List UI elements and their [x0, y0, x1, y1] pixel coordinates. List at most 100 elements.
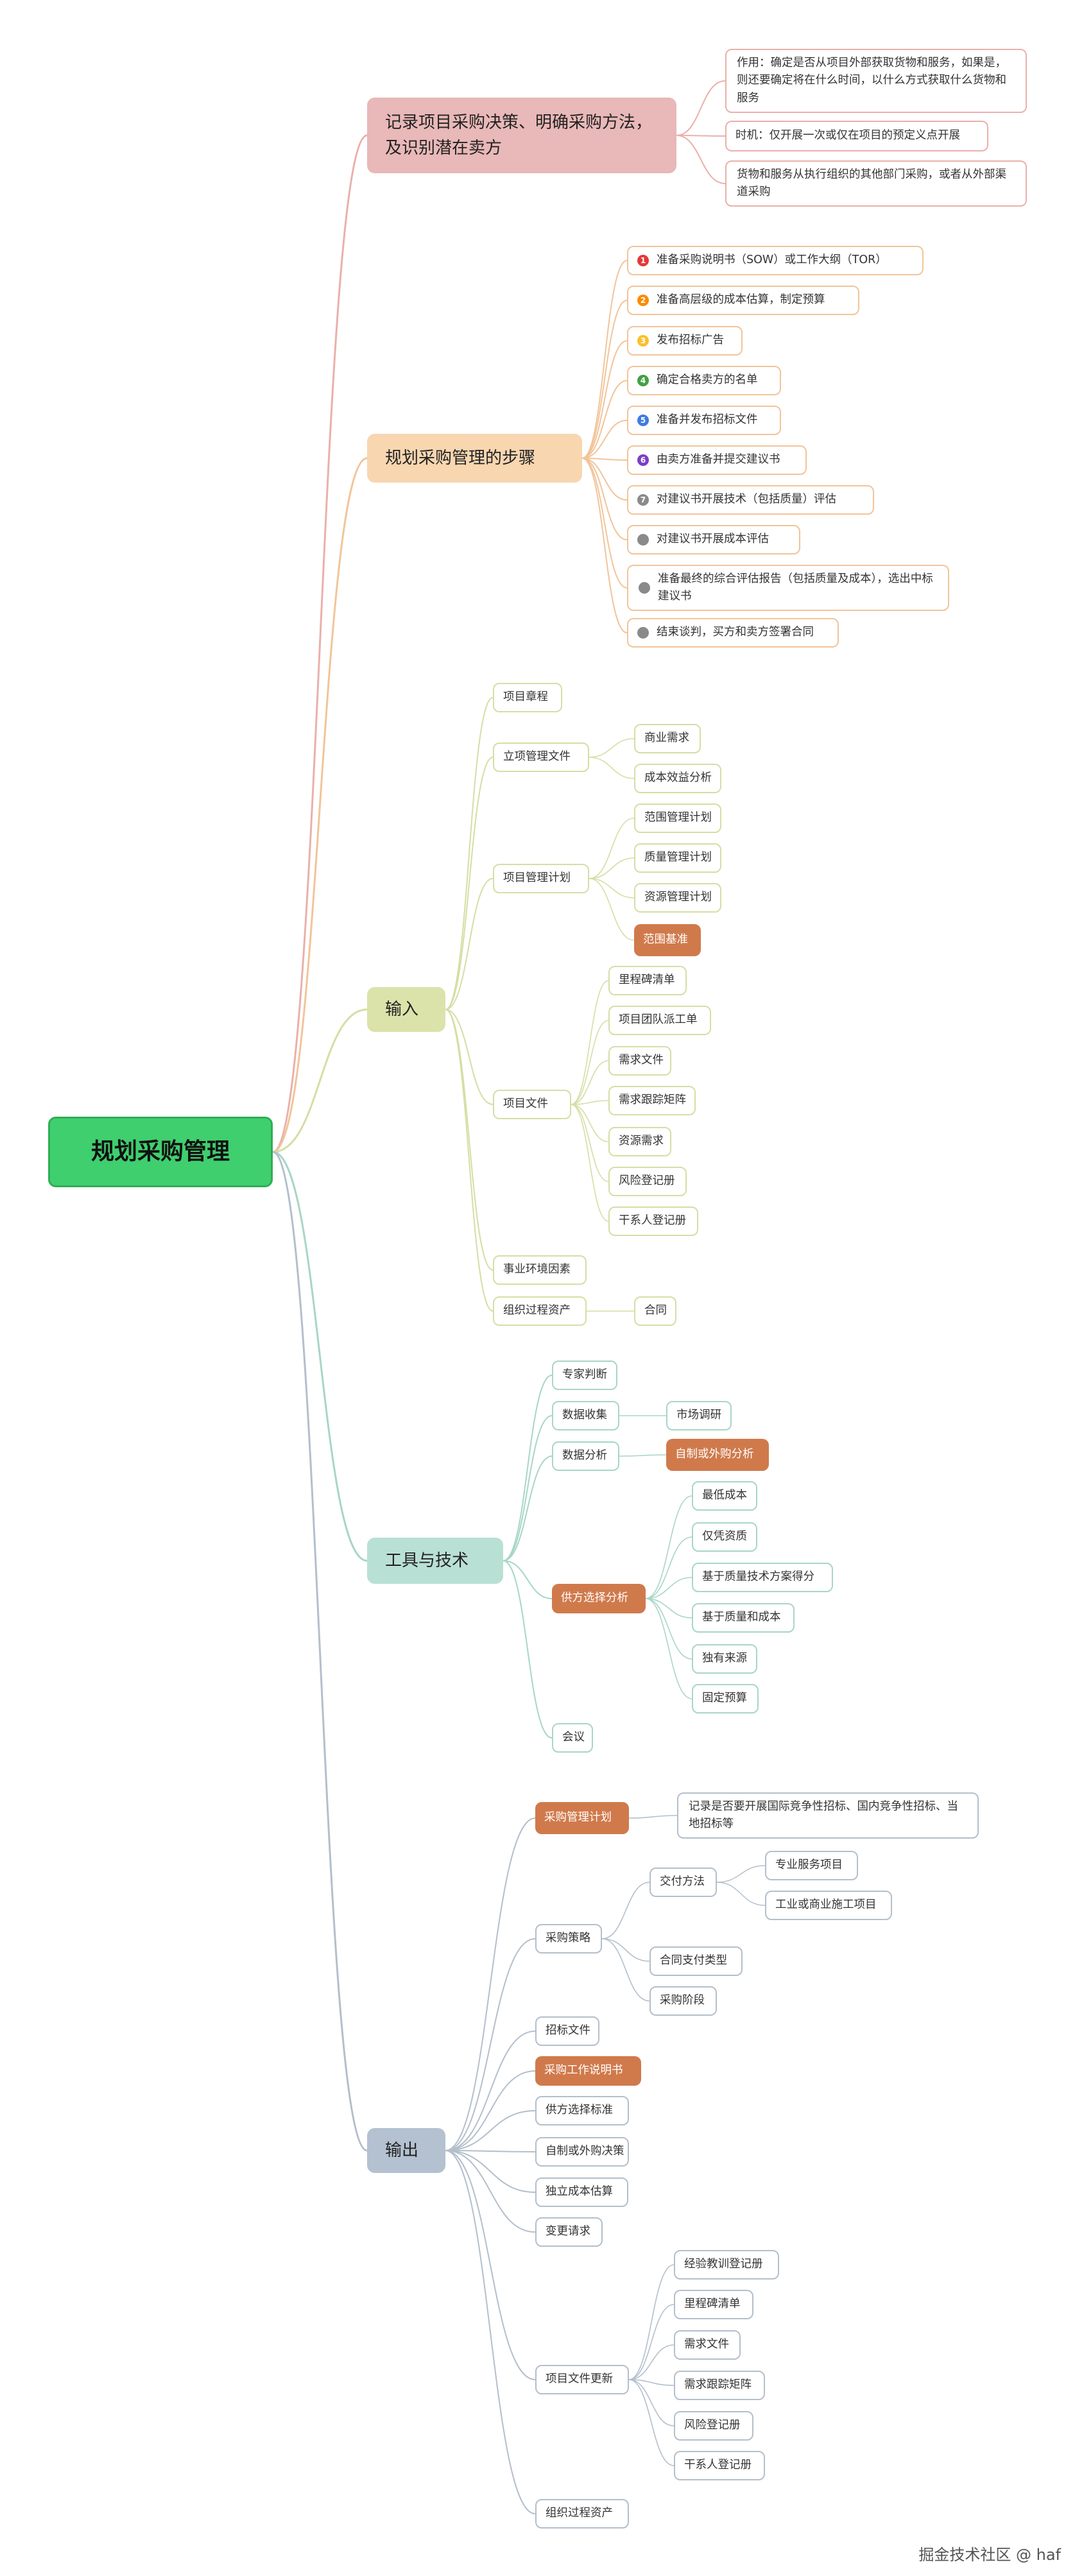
node-label: 里程碑清单: [619, 974, 675, 987]
node-label: 项目团队派工单: [619, 1013, 698, 1027]
connector: [445, 2110, 536, 2151]
node-label: 市场调研: [676, 1409, 721, 1422]
subtopic-node: 干系人登记册: [674, 2451, 765, 2480]
node-label: 会议: [562, 1731, 585, 1744]
node-label: 固定预算: [702, 1692, 747, 1705]
subtopic-node: 合同支付类型: [649, 1946, 743, 1976]
connector: [716, 1882, 766, 1906]
node-label: 数据分析: [562, 1449, 607, 1463]
step-item: 结束谈判，买方和卖方签署合同: [627, 618, 839, 648]
node-label: 经验教训登记册: [684, 2258, 763, 2271]
subtopic-node: 商业需求: [634, 724, 701, 753]
connector: [271, 1151, 368, 2152]
branch-node: 输出: [367, 2128, 445, 2173]
step-number-badge: [639, 582, 650, 594]
connector: [271, 134, 368, 1153]
connector: [571, 1104, 609, 1222]
node-label: 工业或商业施工项目: [775, 1898, 877, 1912]
node-label: 干系人登记册: [619, 1214, 686, 1228]
subtopic-node: 资源需求: [608, 1127, 671, 1156]
subtopic-node: 干系人登记册: [608, 1206, 698, 1236]
watermark: 掘金技术社区 @ haf: [918, 2546, 1061, 2564]
node-label: 风险登记册: [684, 2419, 741, 2432]
topic-node: 立项管理文件: [493, 743, 589, 772]
node-label: 独有来源: [702, 1652, 747, 1665]
subtopic-node: 基于质量技术方案得分: [692, 1563, 833, 1592]
node-label: 专家判断: [562, 1368, 607, 1382]
connector: [503, 1375, 553, 1561]
connector: [601, 1882, 650, 1939]
root-node: 规划采购管理: [48, 1117, 273, 1187]
node-label: 准备并发布招标文件: [657, 413, 758, 427]
connector: [571, 1104, 609, 1142]
node-label: 记录项目采购决策、明确采购方法，及识别潜在卖方: [385, 112, 653, 158]
subtopic-node: 风险登记册: [674, 2411, 753, 2441]
node-label: 由卖方准备并提交建议书: [657, 453, 780, 467]
node-label: 时机：仅开展一次或仅在项目的预定义点开展: [735, 129, 960, 142]
step-number-badge: 1: [637, 255, 649, 266]
node-label: 对建议书开展成本评估: [657, 533, 769, 546]
branch-node: 工具与技术: [367, 1538, 503, 1584]
subtopic-node: 经验教训登记册: [674, 2250, 779, 2280]
topic-node: 时机：仅开展一次或仅在项目的预定义点开展: [725, 121, 988, 151]
step-number-badge: 2: [637, 295, 649, 306]
step-number-badge: 5: [637, 415, 649, 426]
node-label: 干系人登记册: [684, 2459, 752, 2472]
topic-node: 项目文件: [493, 1090, 571, 1119]
node-label: 事业环境因素: [503, 1263, 571, 1276]
step-number-badge: [637, 534, 649, 545]
step-item: 准备最终的综合评估报告（包括质量及成本），选出中标建议书: [627, 565, 949, 611]
subtopic-node: 范围管理计划: [634, 803, 721, 833]
connector: [645, 1598, 692, 1619]
topic-node: 招标文件: [535, 2016, 599, 2046]
topic-node: 供方选择标准: [535, 2096, 629, 2125]
node-label: 资源需求: [619, 1135, 664, 1148]
connector: [503, 1415, 553, 1561]
subtopic-node: 工业或商业施工项目: [765, 1891, 892, 1920]
subtopic-node: 里程碑清单: [674, 2290, 753, 2319]
connector: [271, 1008, 368, 1153]
connector: [581, 420, 628, 459]
topic-node: 会议: [552, 1723, 593, 1753]
connector: [628, 2379, 675, 2466]
connector: [581, 458, 628, 540]
topic-node: 采购工作说明书: [535, 2056, 641, 2086]
topic-node: 事业环境因素: [493, 1255, 587, 1285]
connector: [271, 457, 368, 1153]
connector: [571, 1104, 609, 1182]
topic-node: 数据收集: [552, 1401, 619, 1430]
branch-node: 规划采购管理的步骤: [367, 434, 582, 483]
connector: [445, 1009, 494, 1312]
node-label: 专业服务项目: [775, 1859, 843, 1872]
connector: [445, 2150, 536, 2152]
node-label: 项目文件: [503, 1097, 548, 1111]
node-label: 输入: [385, 999, 419, 1019]
node-label: 招标文件: [546, 2024, 590, 2038]
connector: [445, 697, 494, 1010]
subtopic-node: 固定预算: [692, 1684, 759, 1713]
connector: [589, 818, 635, 879]
topic-node: 独立成本估算: [535, 2177, 628, 2207]
connector: [645, 1598, 692, 1699]
connector: [571, 1060, 609, 1105]
node-label: 基于质量技术方案得分: [702, 1570, 814, 1584]
step-number-badge: 6: [637, 454, 649, 466]
connector: [445, 2070, 536, 2151]
step-item: 5 准备并发布招标文件: [627, 406, 781, 435]
connector: [589, 738, 635, 758]
node-label: 对建议书开展技术（包括质量）评估: [657, 493, 836, 506]
step-item: 对建议书开展成本评估: [627, 525, 800, 554]
connector: [445, 2150, 536, 2380]
topic-node: 自制或外购决策: [535, 2137, 629, 2167]
connector: [445, 2150, 536, 2193]
subtopic-node: 采购阶段: [649, 1986, 717, 2016]
subtopic-node: 风险登记册: [608, 1167, 687, 1196]
step-item: 6 由卖方准备并提交建议书: [627, 445, 807, 475]
node-label: 需求跟踪矩阵: [619, 1094, 686, 1107]
node-label: 里程碑清单: [684, 2297, 741, 2311]
node-label: 需求文件: [684, 2338, 729, 2351]
